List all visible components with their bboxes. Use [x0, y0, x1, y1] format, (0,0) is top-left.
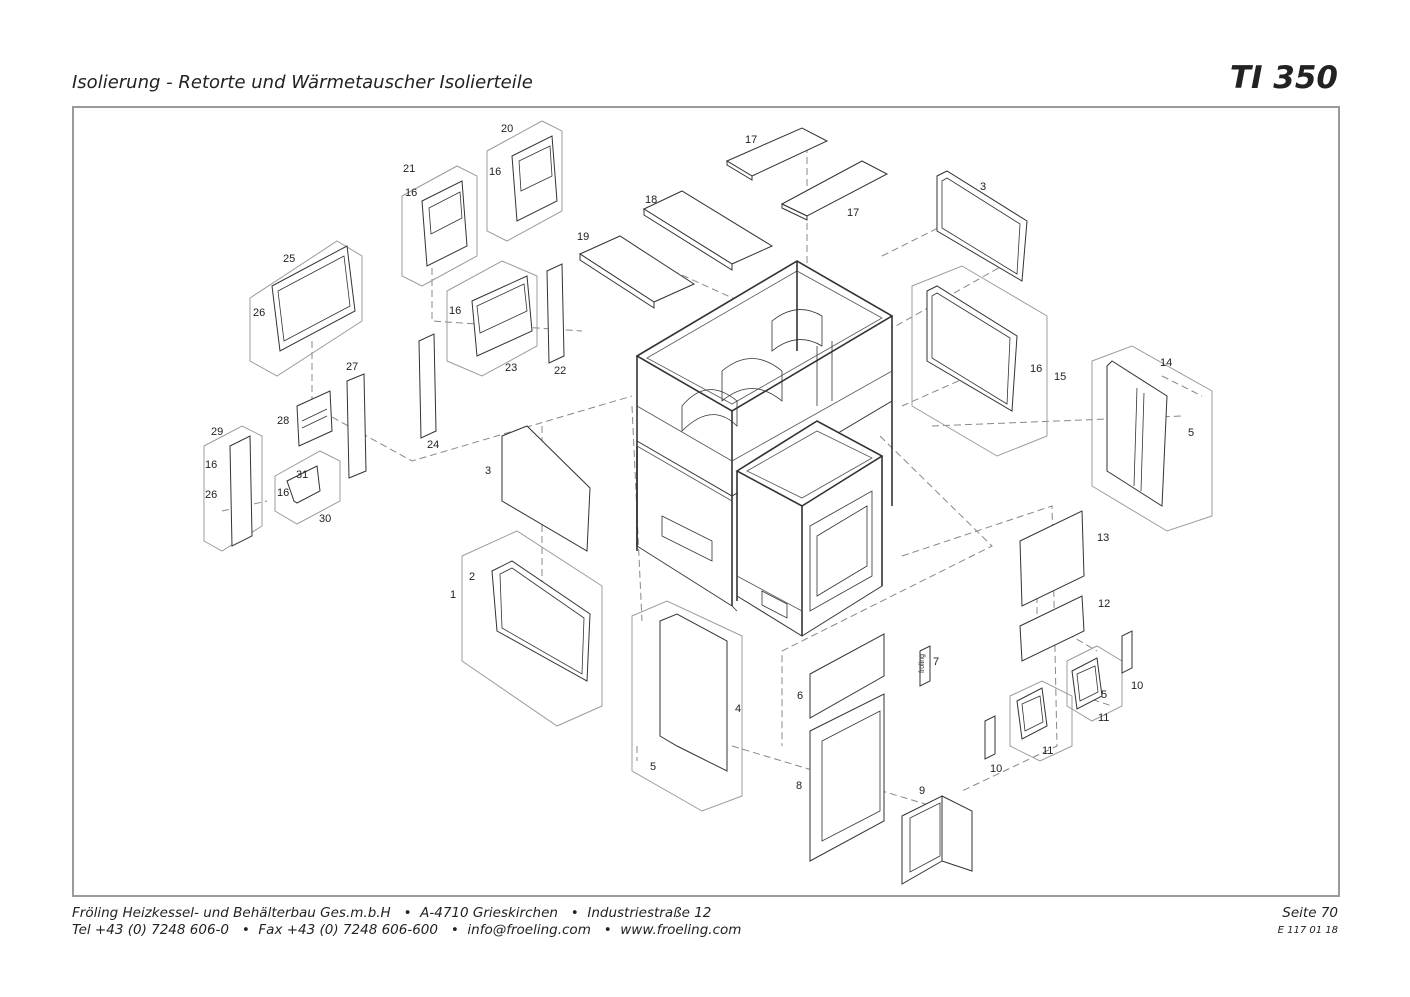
label-part-16-e: 16 — [277, 487, 289, 499]
page-title: Isolierung - Retorte und Wärmetauscher I… — [72, 72, 533, 93]
label-part-21: 21 — [403, 163, 415, 175]
doc-number: E 117 01 18 — [1277, 925, 1338, 936]
label-part-11-a: 11 — [1098, 712, 1109, 724]
drawing-frame — [72, 106, 1340, 897]
label-part-20: 20 — [501, 123, 513, 135]
label-part-23: 23 — [505, 362, 517, 374]
callout-boxes — [203, 120, 1213, 812]
label-part-24: 24 — [427, 439, 439, 451]
label-part-25: 25 — [283, 253, 295, 265]
label-part-15: 15 — [1054, 371, 1066, 383]
page-number: Seite 70 — [1282, 905, 1338, 921]
isolation-parts — [229, 127, 1168, 885]
label-part-30: 30 — [319, 513, 331, 525]
label-part-8: 8 — [796, 780, 802, 792]
label-part-17-b: 17 — [847, 207, 859, 219]
central-frame — [635, 260, 894, 637]
label-part-27: 27 — [346, 361, 358, 373]
label-part-29: 29 — [211, 426, 223, 438]
label-part-26-b: 26 — [205, 489, 217, 501]
label-part-1: 1 — [450, 589, 456, 601]
label-part-12: 12 — [1098, 598, 1110, 610]
label-part-13: 13 — [1097, 532, 1109, 544]
label-part-5-c: 5 — [1101, 689, 1107, 701]
label-part-19: 19 — [577, 231, 589, 243]
label-part-16-a: 16 — [489, 166, 501, 178]
label-part-7: 7 — [933, 656, 939, 668]
label-part-6: 6 — [797, 690, 803, 702]
label-part-31: 31 — [296, 469, 308, 481]
label-part-26-a: 26 — [253, 307, 265, 319]
label-part-22: 22 — [554, 365, 566, 377]
exploded-diagram: 1 2 3 3 4 5 5 5 6 7 8 9 10 10 11 11 12 1… — [203, 120, 1213, 885]
label-part-17-a: 17 — [745, 134, 757, 146]
footer-contact: Tel +43 (0) 7248 606-0 • Fax +43 (0) 724… — [72, 922, 742, 938]
model-name: TI 350 — [1229, 60, 1338, 96]
froling-logo: froling — [919, 654, 926, 673]
label-part-3-left: 3 — [485, 465, 491, 477]
label-part-14: 14 — [1160, 357, 1172, 369]
label-part-5-a: 5 — [650, 761, 656, 773]
label-part-3-right: 3 — [980, 181, 986, 193]
part-labels: 1 2 3 3 4 5 5 5 6 7 8 9 10 10 11 11 12 1… — [205, 123, 1194, 797]
label-part-16-b: 16 — [405, 187, 417, 199]
label-part-5-b: 5 — [1188, 427, 1194, 439]
label-part-11-b: 11 — [1042, 745, 1053, 757]
label-part-28: 28 — [277, 415, 289, 427]
label-part-16-f: 16 — [1030, 363, 1042, 375]
label-part-18: 18 — [645, 194, 657, 206]
footer-company: Fröling Heizkessel- und Behälterbau Ges.… — [72, 905, 712, 921]
label-part-9: 9 — [919, 785, 925, 797]
label-part-2: 2 — [469, 571, 475, 583]
label-part-16-d: 16 — [205, 459, 217, 471]
label-part-4: 4 — [735, 703, 741, 715]
label-part-16-c: 16 — [449, 305, 461, 317]
label-part-10-a: 10 — [1131, 680, 1143, 692]
label-part-10-b: 10 — [990, 763, 1002, 775]
